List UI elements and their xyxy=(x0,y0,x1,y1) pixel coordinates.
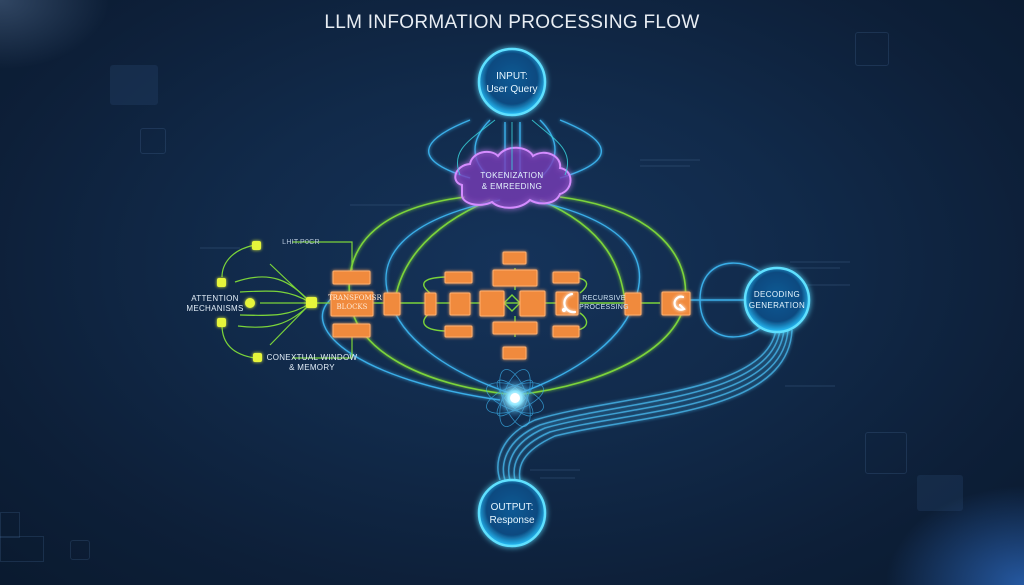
transformer-block xyxy=(492,321,538,335)
decor-square xyxy=(70,540,90,560)
page-title: LLM INFORMATION PROCESSING FLOW xyxy=(324,12,700,33)
input-connectors xyxy=(456,119,569,176)
transformer-block xyxy=(624,292,642,316)
core-center xyxy=(510,393,520,403)
attention-node xyxy=(217,318,226,327)
transformer-blocks-label[interactable]: TRANSFOMSR BLOCKS xyxy=(328,294,382,312)
transformer-label-line1: TRANSFOMSR xyxy=(328,294,382,302)
output-node xyxy=(477,478,547,548)
decor-square xyxy=(0,536,44,562)
recursive-processing-label[interactable]: RECURSIVE PROCESSING xyxy=(578,294,630,312)
crescent-dot-icon xyxy=(561,307,567,313)
attention-connectors xyxy=(221,241,353,359)
recursive-label-line1: RECURSIVE xyxy=(582,295,626,302)
output-fiber-bundle xyxy=(497,329,793,481)
transformer-block xyxy=(332,270,371,285)
bottom-right-glow xyxy=(884,485,1024,585)
transformer-block xyxy=(519,290,546,317)
decor-square xyxy=(865,432,907,474)
attention-node xyxy=(252,241,261,250)
recursive-label-line2: PROCESSING xyxy=(579,304,629,311)
attention-label-line2: MECHANISMS xyxy=(186,304,244,313)
transformer-block xyxy=(552,271,580,284)
attention-label-line1: ATTENTION xyxy=(191,294,239,303)
contextual-window-label[interactable]: CONEXTUAL WINDOW & MEMORY xyxy=(266,353,358,373)
transformer-block xyxy=(332,323,371,338)
context-label-line1: CONEXTUAL WINDOW xyxy=(266,353,358,362)
transformer-block xyxy=(479,290,505,317)
decoding-block xyxy=(661,291,691,316)
transformer-block xyxy=(552,325,580,338)
decor-square xyxy=(855,32,889,66)
decor-square xyxy=(917,475,963,511)
transformer-block xyxy=(502,251,527,265)
top-left-glow xyxy=(0,0,110,70)
context-label-line2: & MEMORY xyxy=(289,363,335,372)
circle-nodes xyxy=(477,47,811,548)
transformer-block xyxy=(444,271,473,284)
attention-node xyxy=(245,298,255,308)
transformer-block xyxy=(424,292,437,316)
transformer-block xyxy=(492,269,538,287)
attention-nodes xyxy=(217,241,317,362)
transformer-block xyxy=(444,325,473,338)
recursive-block xyxy=(555,291,579,316)
input-node xyxy=(477,47,547,117)
core-burst xyxy=(486,369,544,427)
transformer-blocks xyxy=(330,251,691,360)
transformer-block xyxy=(502,346,527,360)
transformer-label-line2: BLOCKS xyxy=(336,303,368,311)
decor-square xyxy=(140,128,166,154)
tokenization-cloud xyxy=(454,146,572,209)
transformer-block xyxy=(449,292,471,316)
decoding-node xyxy=(743,266,811,334)
transformer-block-main xyxy=(330,291,374,317)
attention-node xyxy=(217,278,226,287)
crescent-arrow-icon xyxy=(563,292,577,314)
background-data-lines xyxy=(200,159,850,479)
decor-square xyxy=(110,65,158,105)
attention-node xyxy=(253,353,262,362)
attention-mechanisms-label[interactable]: ATTENTION MECHANISMS xyxy=(184,294,246,314)
attention-hub-node xyxy=(306,297,317,308)
top-tag-label: LHIT.P0CR xyxy=(282,239,320,246)
decor-square xyxy=(0,512,20,538)
transformer-block xyxy=(383,292,401,316)
refresh-arrow-icon xyxy=(673,295,686,311)
